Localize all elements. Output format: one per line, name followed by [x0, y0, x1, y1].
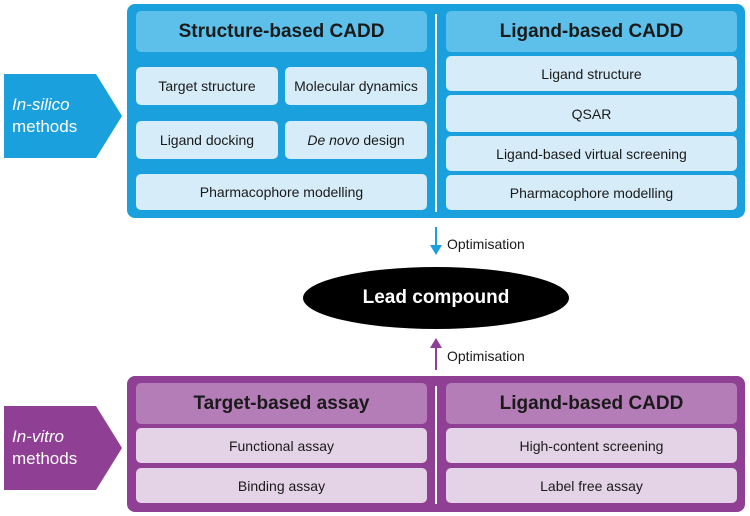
optimisation-bottom-label: Optimisation [447, 348, 525, 364]
binding-assay-box: Binding assay [136, 468, 427, 503]
in-silico-label: In-silico methods [12, 94, 102, 138]
in-silico-arrow [4, 74, 122, 158]
ligand-structure-box: Ligand structure [446, 56, 737, 91]
in-vitro-divider [435, 386, 437, 504]
label-free-assay-box: Label free assay [446, 468, 737, 503]
de-novo-design-box: De novo design [285, 121, 427, 159]
optimisation-top-label: Optimisation [447, 236, 525, 252]
in-vitro-arrow [4, 406, 122, 490]
in-silico-label-line1: In-silico [12, 95, 70, 114]
de-novo-italic-text: De novo [307, 132, 360, 148]
optimisation-down-arrow [430, 227, 442, 255]
in-vitro-label-line1: In-vitro [12, 427, 64, 446]
de-novo-rest-text: design [359, 132, 405, 148]
in-silico-divider [435, 14, 437, 212]
target-based-assay-header: Target-based assay [136, 383, 427, 424]
high-content-screening-box: High-content screening [446, 428, 737, 463]
target-structure-box: Target structure [136, 67, 278, 105]
optimisation-up-arrow [430, 338, 442, 370]
ligand-based-cadd-header-top: Ligand-based CADD [446, 11, 737, 52]
qsar-box: QSAR [446, 95, 737, 132]
in-vitro-label: In-vitro methods [12, 426, 102, 470]
lead-compound-label: Lead compound [362, 287, 510, 308]
in-vitro-label-line2: methods [12, 449, 78, 468]
ligand-based-cadd-header-bottom: Ligand-based CADD [446, 383, 737, 424]
structure-based-header: Structure-based CADD [136, 11, 427, 52]
in-silico-label-line2: methods [12, 117, 78, 136]
ligand-docking-box: Ligand docking [136, 121, 278, 159]
ligand-virtual-screening-box: Ligand-based virtual screening [446, 136, 737, 171]
pharmacophore-modelling-left-box: Pharmacophore modelling [136, 174, 427, 210]
functional-assay-box: Functional assay [136, 428, 427, 463]
pharmacophore-modelling-right-box: Pharmacophore modelling [446, 175, 737, 210]
molecular-dynamics-box: Molecular dynamics [285, 67, 427, 105]
lead-compound-ellipse: Lead compound [303, 267, 569, 329]
